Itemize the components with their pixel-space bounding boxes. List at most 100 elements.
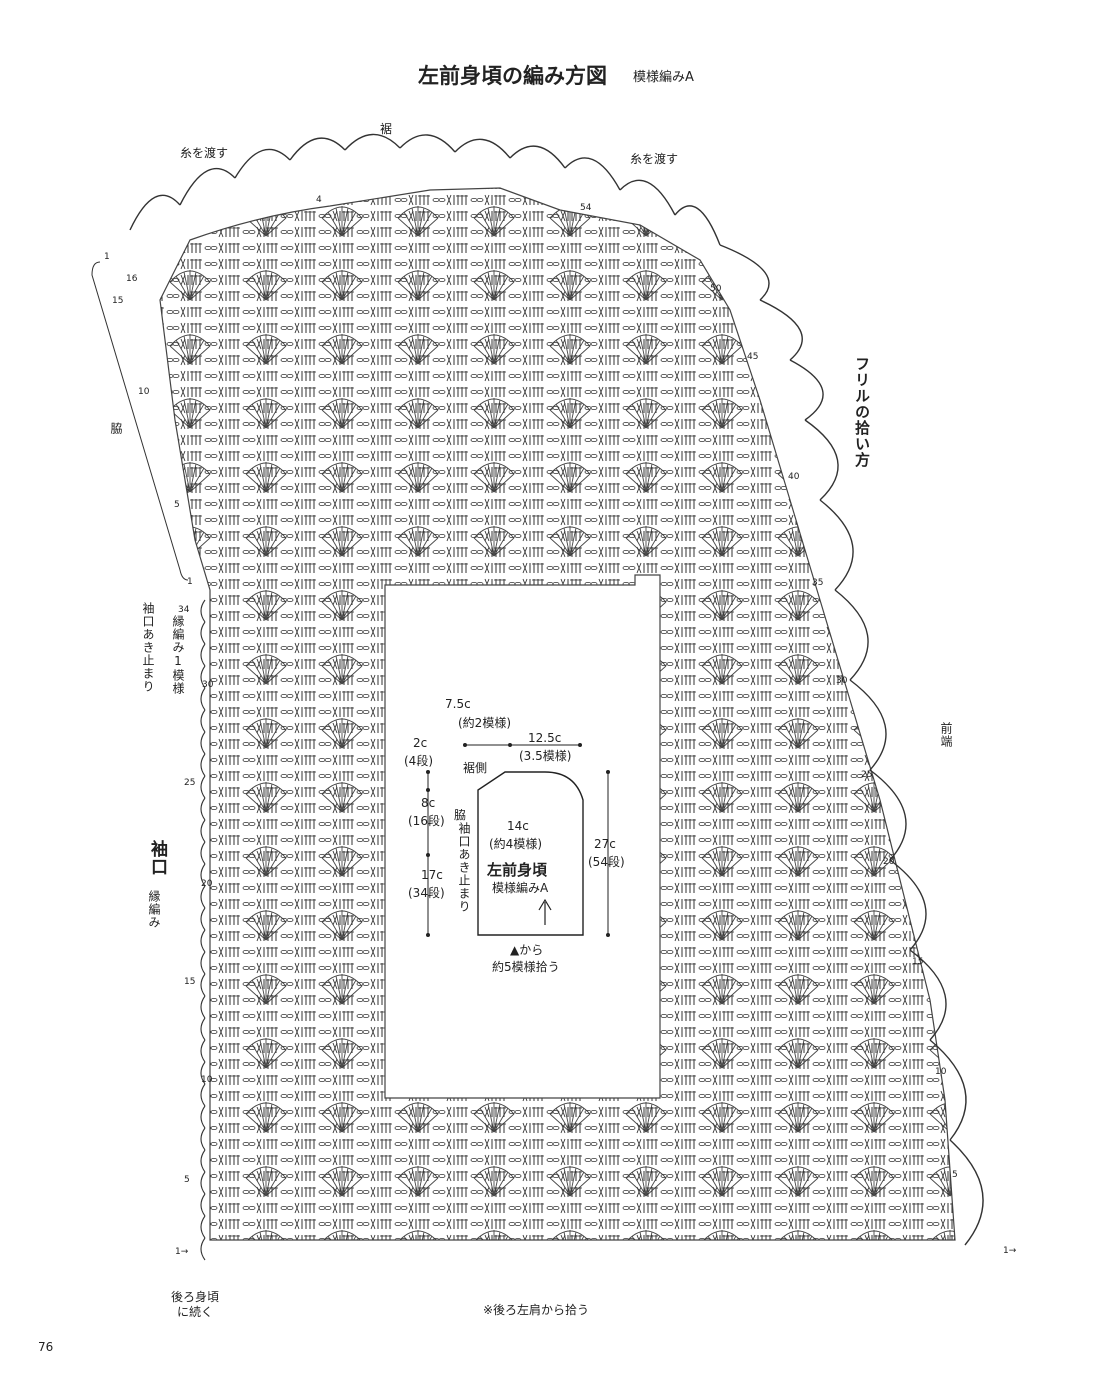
dim-27c: 27c (594, 837, 616, 851)
sleeve-edge-loop (201, 1128, 205, 1150)
dim-dot (426, 788, 430, 792)
dim-top-left: 7.5c (445, 697, 471, 711)
row-label: 5 (174, 500, 180, 510)
row-label: 50 (710, 284, 721, 294)
sleeve-edge-loop (201, 644, 205, 666)
sleeve-edge-loop (201, 996, 205, 1018)
sleeve-label: 袖口 (145, 840, 170, 876)
row-label: 5 (184, 1175, 190, 1185)
dim-dot (426, 933, 430, 937)
dim-top-right: 12.5c (528, 731, 561, 745)
dim-dot (463, 743, 467, 747)
piece-pattern: 模様編みA (492, 879, 548, 896)
thread-pass-left-label: 糸を渡す (180, 144, 228, 161)
page-title: 左前身頃の編み方図 (418, 60, 607, 90)
sleeve-edge-loop (201, 1172, 205, 1194)
sleeve-edge-loop (201, 622, 205, 644)
sleeve-edge-loop (201, 600, 205, 622)
front-edge-label: 前端 (938, 722, 955, 748)
dim-8c-sub: (16段) (408, 812, 445, 829)
dim-14c: 14c (507, 819, 529, 833)
sleeve-edge-loop (201, 776, 205, 798)
dim-dot (426, 853, 430, 857)
dim-dot (578, 743, 582, 747)
body-fan-motifs (160, 188, 955, 1240)
row-label: 25 (184, 778, 195, 788)
row-label: 15 (112, 296, 123, 306)
dim-2c: 2c (413, 736, 427, 750)
hem-scallop (400, 135, 455, 152)
sleeve-edge-loop (201, 842, 205, 864)
sleeve-edge-loop (201, 1040, 205, 1062)
sleeve-edge-loop (201, 1238, 205, 1260)
sleeve-edge-loop (201, 974, 205, 996)
piece-outline (478, 772, 583, 935)
frill-pickup-label: フリルの拾い方 (852, 356, 873, 468)
hem-label: 裾 (380, 120, 392, 137)
page-subtitle: 模様編みA (633, 66, 694, 85)
hem-scallop (290, 138, 345, 160)
dim-dot (606, 770, 610, 774)
continue-back-label: 後ろ身頃に続く (170, 1290, 220, 1320)
sleeve-edge-loop (201, 732, 205, 754)
hem-scallop (675, 206, 720, 245)
sleeve-edge-loop (201, 1018, 205, 1040)
sleeve-edge-loop (201, 754, 205, 776)
start-marker-right: 1→ (1003, 1246, 1016, 1256)
sleeve-edge-loop (201, 798, 205, 820)
hem-scallop (235, 149, 290, 178)
row-label: 30 (202, 680, 213, 690)
sleeve-stop-label: 袖口あき止まり (140, 602, 157, 693)
row-label: 20 (883, 857, 894, 867)
row-marker: 1 (187, 577, 193, 587)
hem-scallop (620, 180, 675, 215)
row-label: 10 (201, 1075, 212, 1085)
sleeve-edge-loop (201, 1194, 205, 1216)
dim-8c: 8c (421, 796, 435, 810)
dim-top-right-sub: (3.5模様) (519, 747, 571, 764)
front-scallop (805, 420, 838, 500)
dim-17c: 17c (421, 868, 443, 882)
bottom-note: ※後ろ左肩から拾う (483, 1301, 589, 1318)
row-label: 40 (788, 472, 799, 482)
sleeve-edge-loop (201, 1216, 205, 1238)
front-scallop (720, 245, 769, 300)
row-marker: 4 (316, 195, 322, 205)
row-label: 10 (138, 387, 149, 397)
front-scallop (820, 500, 853, 590)
front-scallop (760, 300, 802, 360)
sleeve-edge-loop (201, 886, 205, 908)
sleeve-edge-loop (201, 688, 205, 710)
pickup-label-1: ▲から (510, 941, 543, 958)
dim-27c-sub: (54段) (588, 853, 625, 870)
sleeve-edge-loop (201, 908, 205, 930)
row-label: 16 (126, 274, 137, 284)
dim-17c-sub: (34段) (408, 884, 445, 901)
sleeve-edge-loop (201, 952, 205, 974)
row-label: 20 (201, 879, 212, 889)
hem-side-label: 裾側 (463, 759, 487, 776)
row-label: 54 (580, 203, 591, 213)
hem-scallop (130, 195, 180, 230)
row-label: 30 (836, 676, 847, 686)
sleeve-edge-label: 縁編み (146, 890, 163, 929)
dim-dot (606, 933, 610, 937)
row-label: 35 (812, 578, 823, 588)
sleeve-edge-loop (201, 710, 205, 732)
thread-pass-right-label: 糸を渡す (630, 150, 678, 167)
sleeve-edge-loop (201, 1106, 205, 1128)
dim-14c-sub: (約4模様) (489, 835, 542, 852)
dim-dot (508, 743, 512, 747)
row-label: 10 (935, 1067, 946, 1077)
sleeve-edge-loop (201, 820, 205, 842)
page-number: 76 (38, 1340, 53, 1354)
side-label: 脇 (108, 422, 125, 435)
schematic-side-label: 脇 (454, 806, 466, 823)
sleeve-edge-loop (201, 930, 205, 952)
schematic-sleeve-stop: 袖口あき止まり (456, 822, 473, 913)
row-label: 34 (178, 605, 189, 615)
hem-scallop (180, 169, 235, 205)
dim-top-left-sub: (約2模様) (458, 714, 511, 731)
dim-dot (426, 770, 430, 774)
